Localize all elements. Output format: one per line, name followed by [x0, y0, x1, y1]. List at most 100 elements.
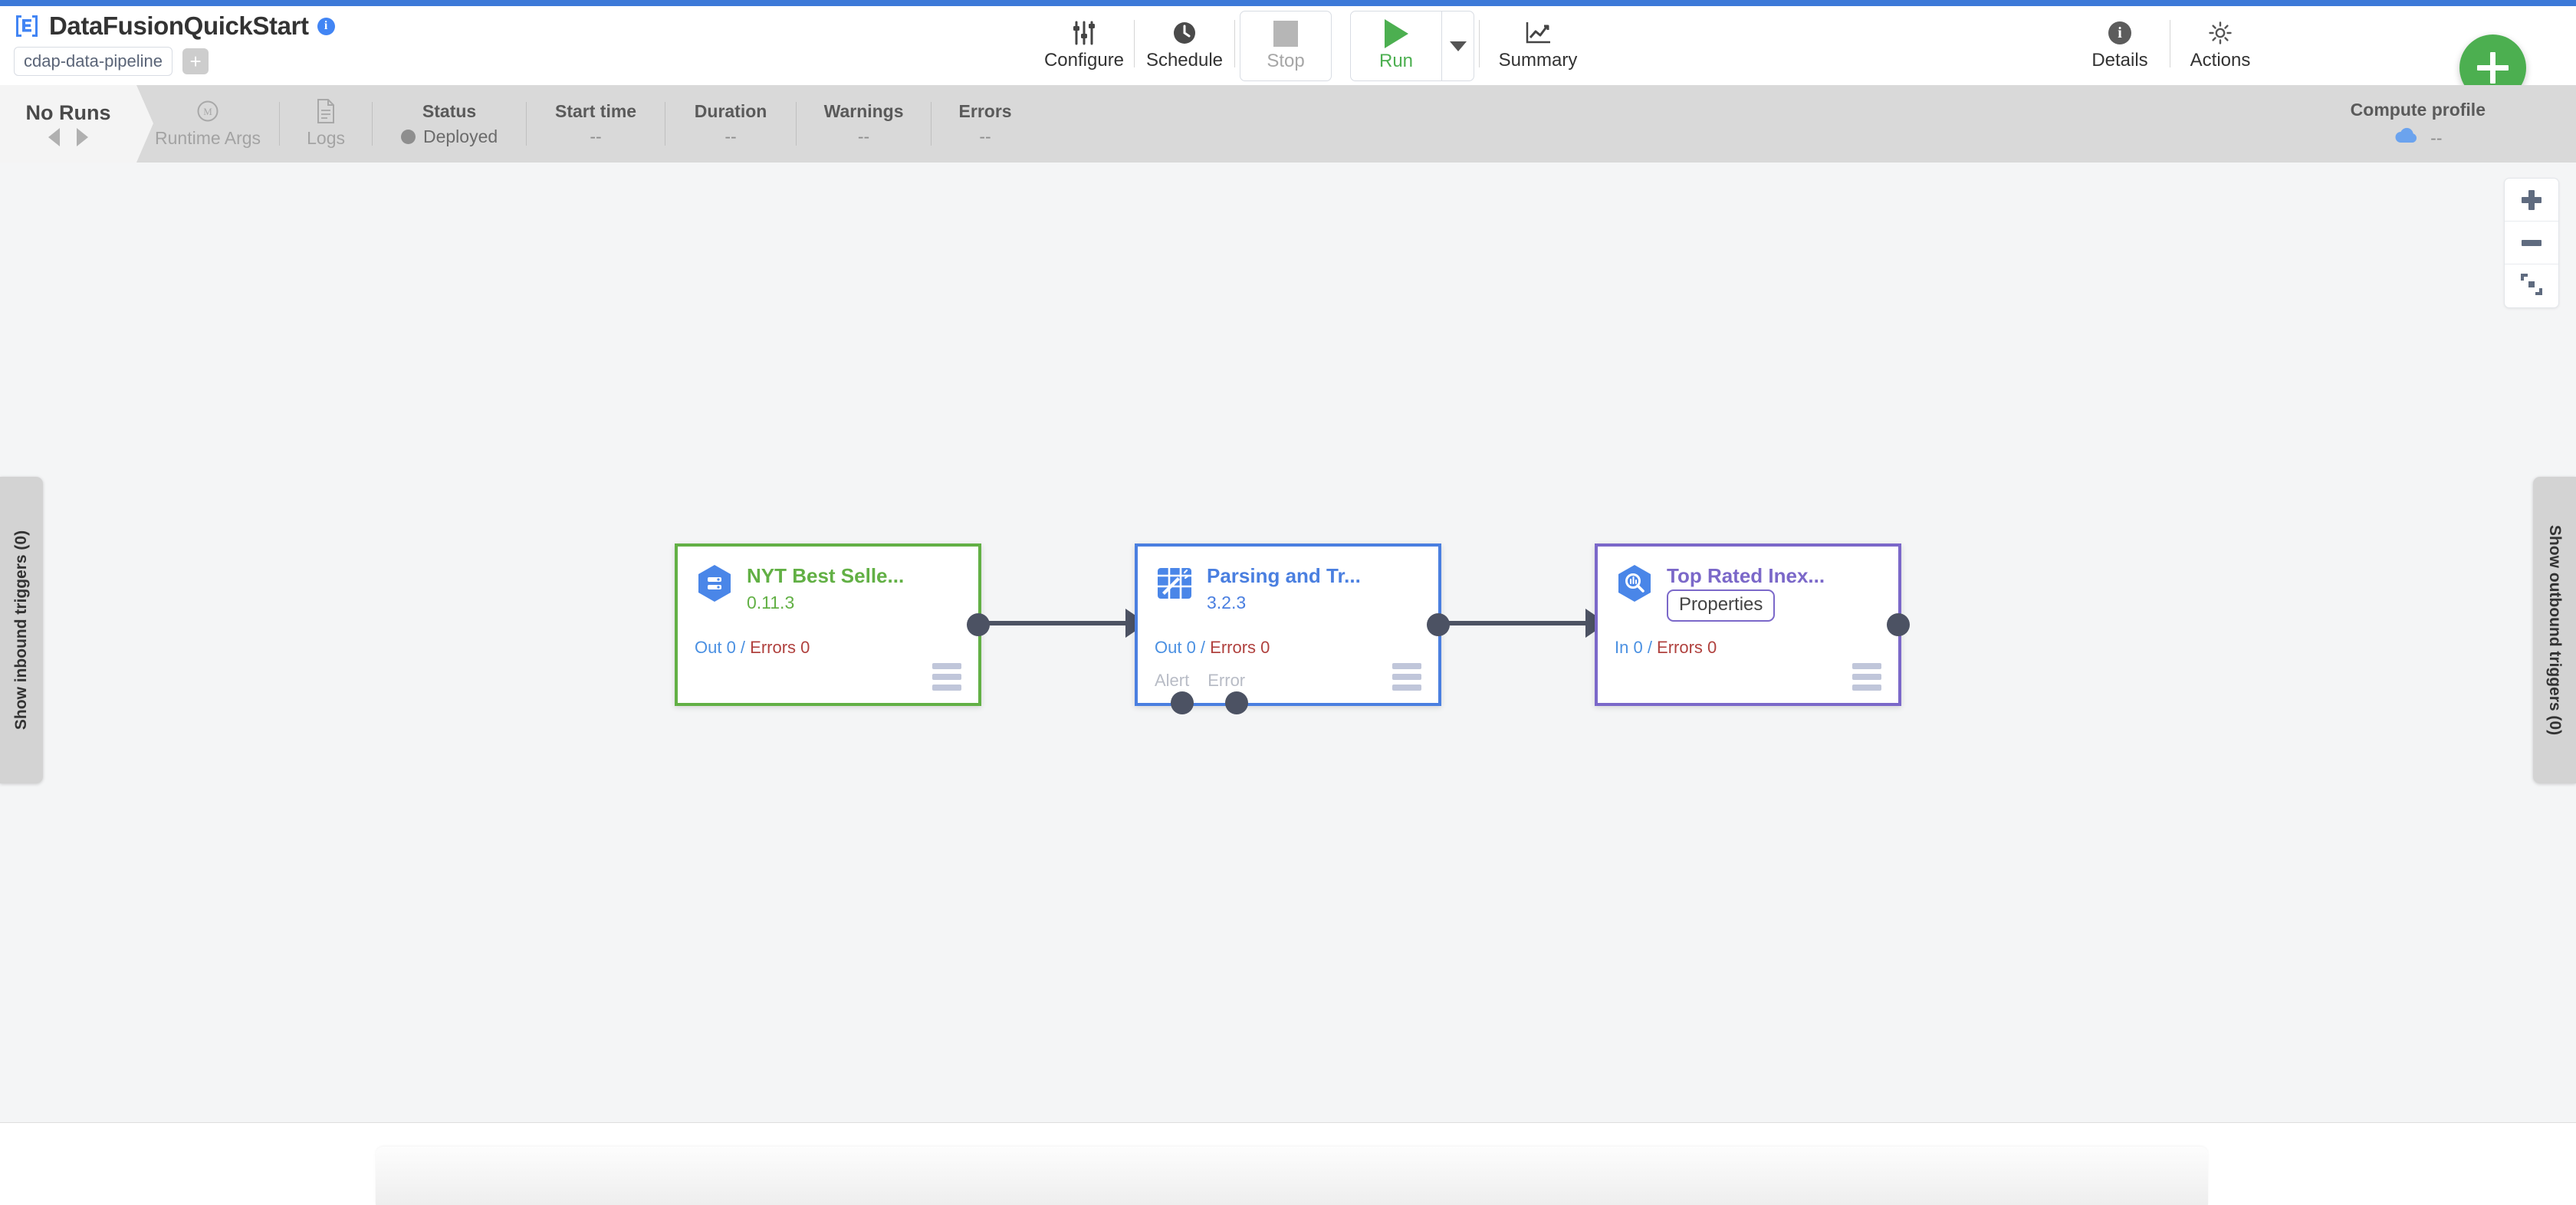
title-block: DataFusionQuickStart i cdap-data-pipelin…: [14, 9, 335, 76]
node-metrics: Out 0 / Errors 0: [695, 637, 810, 658]
wrangler-icon: [1155, 563, 1194, 603]
run-status-bar: No Runs M Runtime Args: [0, 85, 2576, 163]
stop-square-icon: [1273, 18, 1298, 49]
toolbar-divider: [1134, 20, 1135, 67]
runs-tab[interactable]: No Runs: [0, 85, 153, 163]
fit-to-screen-button[interactable]: [2505, 264, 2558, 307]
status-value: Deployed: [422, 126, 498, 146]
summary-button[interactable]: Summary: [1484, 11, 1592, 81]
run-options-button[interactable]: [1441, 11, 1474, 80]
stop-button[interactable]: Stop: [1240, 11, 1331, 80]
duration-cell: Duration --: [665, 85, 796, 163]
clock-icon: [1171, 18, 1198, 48]
configure-button[interactable]: Configure: [1039, 11, 1129, 81]
toolbar-divider: [1479, 20, 1480, 67]
schedule-button[interactable]: Schedule: [1139, 11, 1230, 81]
main-toolbar: Configure Schedule Stop: [1039, 11, 1592, 81]
node-error-endpoint[interactable]: [1225, 691, 1248, 714]
node-alert-endpoint[interactable]: [1171, 691, 1194, 714]
node-name: Parsing and Tr...: [1207, 564, 1361, 587]
node-header: NYT Best Selle... 0.11.3: [678, 547, 978, 614]
summary-label: Summary: [1498, 50, 1578, 71]
status-badge: Deployed: [400, 125, 498, 148]
bigquery-sink-icon: [1615, 563, 1654, 603]
node-titles: NYT Best Selle... 0.11.3: [747, 563, 904, 614]
pipeline-node-source[interactable]: NYT Best Selle... 0.11.3 Out 0 / Errors …: [675, 543, 990, 706]
cloud-icon: [2394, 126, 2421, 148]
run-button[interactable]: Run: [1351, 11, 1441, 80]
properties-tooltip-button[interactable]: Properties: [1667, 589, 1776, 622]
triangle-left-icon[interactable]: [48, 128, 60, 146]
node-name: Top Rated Inex...: [1667, 564, 1825, 587]
details-button[interactable]: i Details: [2075, 11, 2165, 81]
fit-to-screen-icon: [2520, 273, 2543, 300]
node-output-endpoint[interactable]: [1427, 613, 1450, 636]
gear-icon: [2206, 18, 2234, 48]
node-menu-button[interactable]: [1392, 663, 1421, 691]
connector-2: [1441, 621, 1587, 625]
node-header: Top Rated Inex... Properties: [1598, 547, 1898, 622]
footer-panel[interactable]: [376, 1147, 2208, 1205]
add-tag-button[interactable]: +: [182, 48, 209, 74]
node-metrics: Out 0 / Errors 0: [1155, 637, 1270, 658]
node-port-labels: Alert Error: [1155, 671, 1245, 691]
subtitle-row: cdap-data-pipeline +: [14, 47, 335, 76]
info-circle-icon: i: [2108, 18, 2131, 48]
node-metric-errors: Errors 0: [1210, 638, 1270, 657]
runtime-args-button[interactable]: M Runtime Args: [136, 85, 279, 163]
duration-value: --: [724, 126, 737, 146]
info-icon[interactable]: i: [317, 17, 335, 35]
toolbar-divider: [1234, 20, 1235, 67]
node-metric-out: Out 0: [695, 638, 736, 657]
logs-button[interactable]: Logs: [280, 85, 372, 163]
zoom-controls: [2504, 178, 2559, 308]
node-name: NYT Best Selle...: [747, 564, 905, 587]
runtime-args-label: Runtime Args: [155, 128, 261, 148]
connector-1: [981, 621, 1127, 625]
actions-button[interactable]: Actions: [2175, 11, 2266, 81]
compute-profile-head: Compute profile: [2350, 100, 2486, 120]
run-button-group: Run: [1350, 11, 1474, 81]
node-titles: Top Rated Inex... Properties: [1667, 563, 1825, 622]
node-header: Parsing and Tr... 3.2.3: [1138, 547, 1438, 614]
pipeline-node-transform[interactable]: Parsing and Tr... 3.2.3 Out 0 / Errors 0…: [1135, 543, 1450, 714]
zoom-out-button[interactable]: [2505, 222, 2558, 264]
node-menu-button[interactable]: [1852, 663, 1881, 691]
cell-divider: [279, 102, 281, 146]
node-port-alert[interactable]: Alert: [1155, 671, 1190, 690]
node-metric-out: Out 0: [1155, 638, 1196, 657]
pipeline-node-sink[interactable]: Top Rated Inex... Properties In 0 / Erro…: [1595, 543, 1910, 706]
triangle-right-icon[interactable]: [77, 128, 88, 146]
sliders-icon: [1070, 18, 1098, 48]
plus-icon: [2522, 189, 2542, 210]
compute-profile-row: --: [2394, 124, 2442, 149]
inbound-triggers-label: Show inbound triggers (0): [12, 530, 30, 731]
start-time-value: --: [590, 126, 602, 146]
compute-profile-cell[interactable]: Compute profile --: [2351, 85, 2486, 163]
runs-nav: [48, 128, 88, 146]
errors-cell: Errors --: [932, 85, 1039, 163]
chevron-down-icon: [1449, 41, 1467, 51]
document-icon: [314, 98, 337, 124]
pipeline-canvas[interactable]: Show inbound triggers (0) Show outbound …: [0, 163, 2576, 1123]
node-port-error[interactable]: Error: [1208, 671, 1246, 690]
status-head: Status: [422, 101, 477, 121]
node-menu-button[interactable]: [932, 663, 961, 691]
errors-value: --: [979, 126, 991, 146]
warnings-head: Warnings: [823, 101, 904, 121]
node-version: 0.11.3: [747, 593, 795, 612]
stop-button-group: Stop: [1240, 11, 1332, 81]
node-output-endpoint[interactable]: [1887, 613, 1910, 636]
cell-divider: [372, 102, 373, 146]
node-metrics: In 0 / Errors 0: [1615, 637, 1717, 658]
pipeline-type-badge[interactable]: cdap-data-pipeline: [14, 47, 173, 76]
zoom-in-button[interactable]: [2505, 179, 2558, 222]
warnings-value: --: [857, 126, 870, 146]
outbound-triggers-tab[interactable]: Show outbound triggers (0): [2533, 477, 2576, 783]
duration-head: Duration: [694, 101, 767, 121]
title-row: DataFusionQuickStart i: [14, 9, 335, 43]
schedule-label: Schedule: [1145, 50, 1224, 71]
node-output-endpoint[interactable]: [967, 613, 990, 636]
inbound-triggers-tab[interactable]: Show inbound triggers (0): [0, 477, 43, 783]
